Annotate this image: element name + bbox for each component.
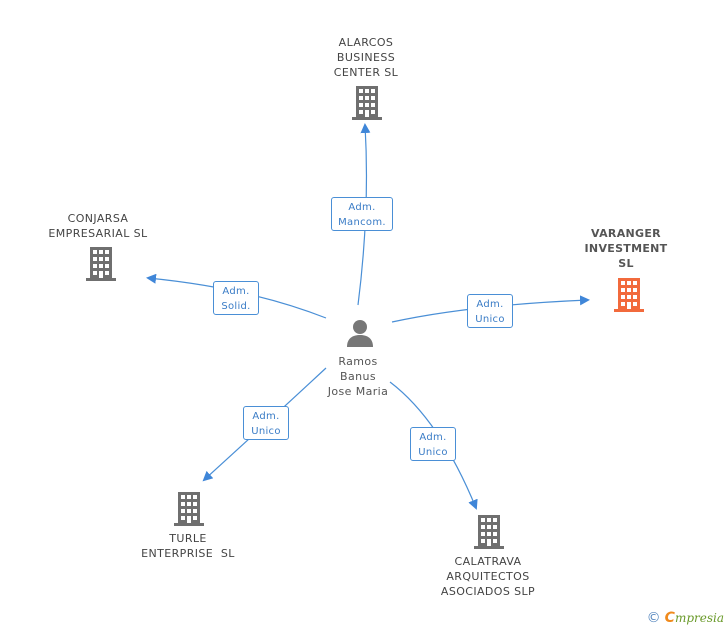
company-label-varanger[interactable]: VARANGER INVESTMENT SL <box>585 226 668 271</box>
company-label-calatrava[interactable]: CALATRAVA ARQUITECTOS ASOCIADOS SLP <box>441 554 535 599</box>
company-name-line: VARANGER <box>591 227 661 240</box>
building-icon[interactable] <box>350 86 384 120</box>
brand-name: mpresia <box>674 611 724 625</box>
company-name-line: TURLE <box>169 532 207 545</box>
relation-badge-calatrava[interactable]: Adm. Unico <box>410 427 456 461</box>
person-name-line: Ramos <box>338 355 378 368</box>
empresia-brand[interactable]: ©Cmpresia <box>647 610 724 626</box>
copyright-symbol: © <box>646 610 661 626</box>
company-name-line: SL <box>618 257 634 270</box>
relation-type: Unico <box>418 447 448 458</box>
company-label-alarcos[interactable]: ALARCOS BUSINESS CENTER SL <box>334 35 398 80</box>
relation-type: Unico <box>475 314 505 325</box>
company-name-line: INVESTMENT <box>584 242 668 255</box>
company-name-line: CONJARSA <box>67 212 129 225</box>
company-name-line: ALARCOS <box>338 36 394 49</box>
relation-role: Adm. <box>476 299 504 310</box>
relation-badge-varanger[interactable]: Adm. Unico <box>467 294 513 328</box>
company-name-line: ASOCIADOS SLP <box>440 585 536 598</box>
person-icon[interactable] <box>345 318 375 348</box>
company-name-line: BUSINESS <box>336 51 396 64</box>
relation-type: Solid. <box>221 301 251 312</box>
relation-type: Unico <box>251 426 281 437</box>
building-icon[interactable] <box>84 247 118 281</box>
company-name-line: ENTERPRISE SL <box>141 547 235 560</box>
brand-logo-e: C <box>664 610 675 626</box>
relation-role: Adm. <box>348 202 376 213</box>
building-icon-highlighted[interactable] <box>612 278 646 312</box>
relation-role: Adm. <box>252 411 280 422</box>
relation-badge-conjarsa[interactable]: Adm. Solid. <box>213 281 259 315</box>
company-name-line: CENTER SL <box>333 66 399 79</box>
company-name-line: ARQUITECTOS <box>446 570 530 583</box>
relation-role: Adm. <box>222 286 250 297</box>
person-name-label[interactable]: Ramos Banus Jose Maria <box>328 354 389 399</box>
relation-badge-alarcos[interactable]: Adm. Mancom. <box>331 197 393 231</box>
company-label-conjarsa[interactable]: CONJARSA EMPRESARIAL SL <box>48 211 147 241</box>
relation-type: Mancom. <box>338 217 386 228</box>
building-icon[interactable] <box>172 492 206 526</box>
relation-role: Adm. <box>419 432 447 443</box>
company-label-turle[interactable]: TURLE ENTERPRISE SL <box>141 531 235 561</box>
relation-badge-turle[interactable]: Adm. Unico <box>243 406 289 440</box>
person-name-line: Jose Maria <box>327 385 389 398</box>
building-icon[interactable] <box>472 515 506 549</box>
company-name-line: EMPRESARIAL SL <box>48 227 148 240</box>
person-name-line: Banus <box>340 370 376 383</box>
company-name-line: CALATRAVA <box>454 555 522 568</box>
